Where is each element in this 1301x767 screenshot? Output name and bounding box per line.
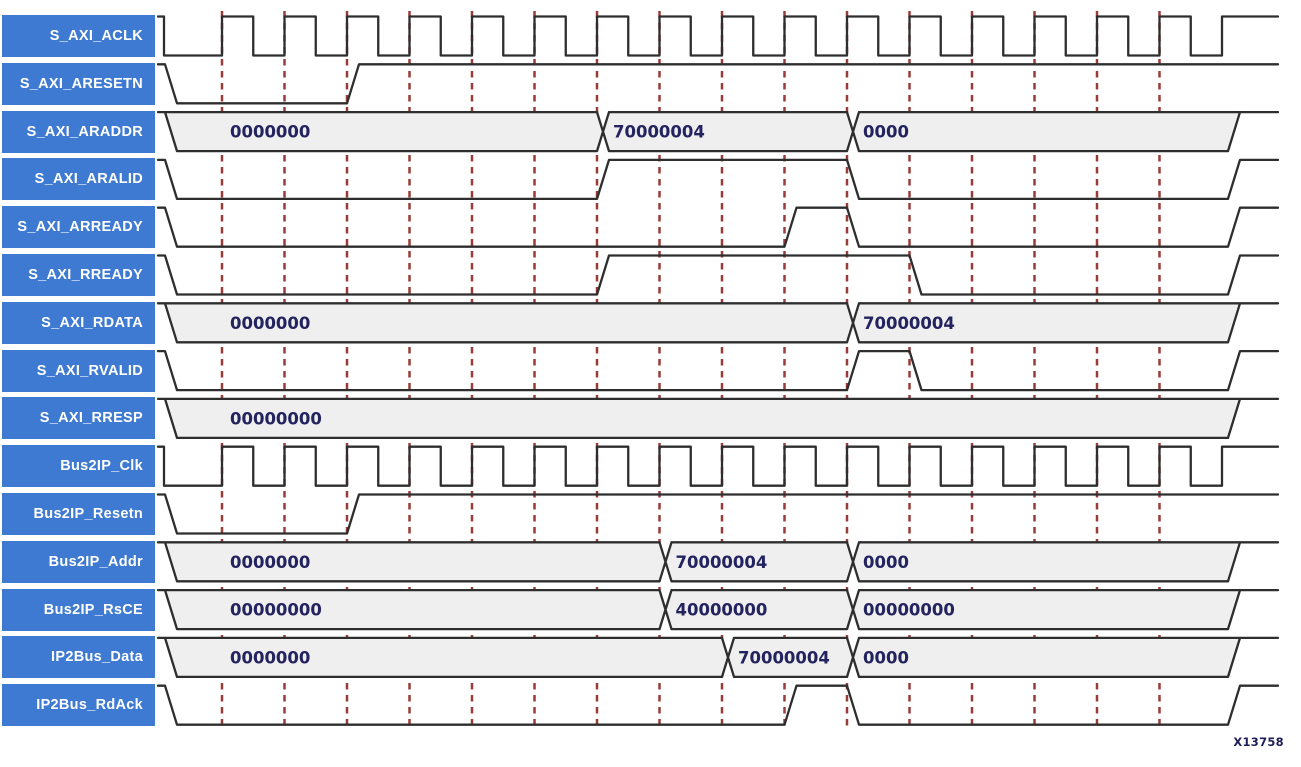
signal-label-s_axi_arready: S_AXI_ARREADY [2,206,155,249]
bus-value: 00000000 [863,601,955,620]
bus-value: 0000 [863,648,909,667]
bus-value: 40000000 [676,601,768,620]
signal-label-bus2ip_resetn: Bus2IP_Resetn [2,493,155,535]
signal-label-s_axi_aclk: S_AXI_ACLK [2,15,155,57]
waveform-bus2ip_addr: 0000000 70000004 0000 [156,541,1280,583]
signal-label-bus2ip_rsce: Bus2IP_RsCE [2,588,155,631]
signal-label-s_axi_aresetn: S_AXI_ARESETN [2,62,155,105]
signal-label-s_axi_rready: S_AXI_RREADY [2,254,155,296]
waveform-bus2ip_rsce: 00000000 40000000 00000000 [156,588,1280,631]
signal-label-s_axi_araddr: S_AXI_ARADDR [2,110,155,153]
waveform-s_axi_aresetn [156,63,1280,105]
waveform-s_axi_araddr: 0000000 70000004 0000 [156,110,1280,153]
waveform-ip2bus_rdack [156,684,1280,726]
bus-segment-fill [166,590,666,630]
bus-wave [156,397,1280,440]
signal-wave [156,206,1280,248]
bus-value: 70000004 [613,123,705,142]
bus-value: 0000000 [230,314,310,333]
bus-wave [156,636,1280,679]
bus-segment-fill [853,112,1240,152]
bus-segment-fill [665,590,853,630]
bus-value: 0000 [863,553,909,572]
bus-wave [156,110,1280,153]
signal-wave [156,63,1280,105]
bus-segment-fill [603,112,853,152]
bus-segment-fill [166,112,603,152]
bus-value: 0000000 [230,553,310,572]
signal-wave [156,158,1280,201]
signal-label-ip2bus_rdack: IP2Bus_RdAck [2,684,155,727]
waveform-s_axi_rready [156,254,1280,296]
bus-value: 0000 [863,123,909,142]
bus-segment-fill [853,590,1240,630]
bus-segment-fill [166,303,853,343]
waveform-s_axi_rresp: 00000000 [156,397,1280,440]
waveform-s_axi_aclk [156,15,1280,57]
bus-value: 00000000 [230,409,322,428]
signal-label-s_axi_rvalid: S_AXI_RVALID [2,349,155,392]
bus-segment-fill [166,637,728,677]
bus-value: 70000004 [738,648,830,667]
bus-value: 70000004 [863,314,955,333]
figure-number: X13758 [1233,735,1284,749]
bus-wave [156,302,1280,344]
waveform-bus2ip_resetn [156,493,1280,535]
waveform-s_axi_aralid [156,158,1280,201]
waveform-s_axi_rdata: 0000000 70000004 [156,302,1280,344]
bus-segment-fill [166,542,666,582]
bus-segment-fill [728,637,853,677]
bus-value: 00000000 [230,601,322,620]
bus-segment-fill [853,542,1240,582]
bus-wave [156,541,1280,583]
signal-wave [156,493,1280,535]
bus-segment-fill [166,398,1240,438]
waveform-s_axi_arready [156,206,1280,248]
waveform-ip2bus_data: 0000000 70000004 0000 [156,636,1280,679]
signal-label-s_axi_aralid: S_AXI_ARALID [2,158,155,201]
clock-wave [156,445,1280,487]
signal-label-s_axi_rdata: S_AXI_RDATA [2,301,155,344]
waveform-bus2ip_clk [156,445,1280,487]
signal-label-s_axi_rresp: S_AXI_RRESP [2,397,155,440]
clock-wave [156,15,1280,57]
signal-label-bus2ip_clk: Bus2IP_Clk [2,445,155,488]
signal-wave [156,349,1280,392]
signal-label-bus2ip_addr: Bus2IP_Addr [2,540,155,583]
bus-value: 0000000 [230,123,310,142]
bus-value: 70000004 [676,553,768,572]
bus-segment-fill [853,637,1240,677]
signal-label-ip2bus_data: IP2Bus_Data [2,636,155,679]
bus-segment-fill [665,542,853,582]
waveform-s_axi_rvalid [156,349,1280,392]
signal-wave [156,684,1280,726]
bus-value: 0000000 [230,648,310,667]
bus-wave [156,588,1280,631]
signal-wave [156,254,1280,296]
bus-segment-fill [853,303,1240,343]
